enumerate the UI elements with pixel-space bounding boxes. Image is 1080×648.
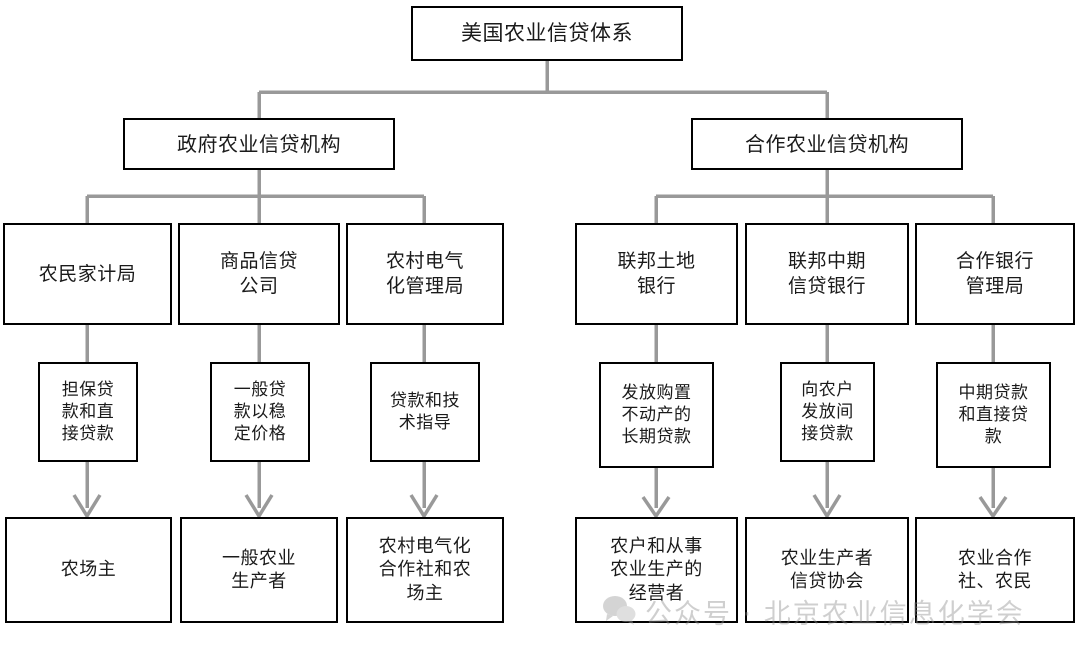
node-function-general-loans-price-support[interactable]: 一般贷 款以稳 定价格 — [210, 362, 310, 462]
arrowhead-target-3 — [409, 494, 439, 520]
node-function-indirect-loans-to-farmers[interactable]: 向农户 发放间 接贷款 — [780, 362, 875, 462]
arrowhead-target-2 — [244, 494, 274, 520]
node-function-intermediate-and-direct-loans[interactable]: 中期贷款 和直接贷 款 — [936, 362, 1051, 468]
node-function-guaranteed-and-direct-loans[interactable]: 担保贷 款和直 接贷款 — [38, 362, 138, 462]
node-agency-commodity-credit-corporation[interactable]: 商品信贷 公司 — [178, 223, 340, 325]
arrowhead-target-1 — [72, 494, 102, 520]
node-target-rural-electrification-co-ops-and-farmers[interactable]: 农村电气化 合作社和农 场主 — [346, 517, 504, 623]
node-function-long-term-real-estate-loans[interactable]: 发放购置 不动产的 长期贷款 — [599, 362, 714, 468]
node-agency-federal-land-bank[interactable]: 联邦土地 银行 — [575, 223, 738, 325]
node-target-general-agricultural-producers[interactable]: 一般农业 生产者 — [180, 517, 338, 623]
node-branch-government[interactable]: 政府农业信贷机构 — [123, 118, 395, 170]
node-target-farm-owners[interactable]: 农场主 — [5, 517, 172, 623]
arrowhead-target-5 — [812, 494, 842, 520]
node-branch-cooperative[interactable]: 合作农业信贷机构 — [691, 118, 963, 170]
node-target-agricultural-cooperatives-and-farmers[interactable]: 农业合作 社、农民 — [915, 517, 1075, 623]
node-root[interactable]: 美国农业信贷体系 — [411, 6, 683, 61]
node-agency-rural-electrification-administration[interactable]: 农村电气 化管理局 — [346, 223, 504, 325]
arrowhead-target-4 — [641, 496, 671, 520]
arrowhead-target-6 — [978, 496, 1008, 520]
node-agency-bank-for-cooperatives[interactable]: 合作银行 管理局 — [915, 223, 1075, 325]
node-agency-farmers-home-administration[interactable]: 农民家计局 — [3, 223, 172, 325]
node-function-loans-and-technical-guidance[interactable]: 贷款和技 术指导 — [370, 362, 480, 462]
node-agency-federal-intermediate-credit-bank[interactable]: 联邦中期 信贷银行 — [745, 223, 909, 325]
node-target-farm-households-and-agricultural-operators[interactable]: 农户和从事 农业生产的 经营者 — [575, 517, 738, 623]
node-target-production-credit-associations[interactable]: 农业生产者 信贷协会 — [745, 517, 909, 623]
